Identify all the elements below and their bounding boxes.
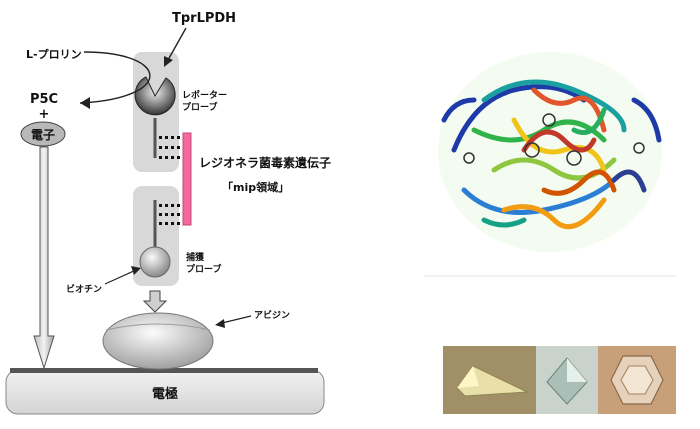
reporter-probe-label-line2: プローブ [182,101,217,113]
substrate-label: L-プロリン [26,47,82,61]
capture-probe-label-line2: プローブ [186,263,221,275]
avidin-crease [105,323,211,331]
gene-label: レジオネラ菌毒素遺伝子 [199,155,331,170]
gene-bar [182,132,192,226]
capture-probe-label-line1: 捕獲 [186,251,205,263]
avidin-pointer-head [215,319,225,328]
biotin-pointer-line [104,269,137,285]
protein-ribbon-image [424,30,676,275]
electrode-surface-line [10,368,318,373]
hexagonal-crystal [598,346,676,414]
enzyme-pointer-head [164,56,173,67]
crystal-photos [443,346,676,414]
reporter-hybrid-dots [159,136,180,159]
binding-arrow [142,290,168,313]
avidin-shape [102,312,214,370]
enzyme-label: TprLPDH [172,11,236,26]
avidin-label: アビジン [254,309,290,321]
enzyme-pointer-line [167,27,187,61]
enzyme-shape [134,76,176,116]
plus-label: + [39,107,50,122]
capture-hybrid-dots [159,204,180,225]
biotin-pointer-head [131,266,141,275]
avidin-pointer-line [221,315,252,324]
electron-label: 電子 [31,128,55,142]
wedge-crystal [443,346,536,414]
mip-region-label: 「mip領域」 [222,180,289,194]
reporter-probe-label-line1: レポーター [182,89,227,101]
reaction-curve-arrow [79,51,151,104]
biotin-label: ビオチン [66,283,102,295]
electron-ellipse [20,121,66,147]
electrode-label: 電極 [152,386,178,402]
biotin-bead [139,246,171,278]
reaction-arrowhead [80,97,90,109]
electron-arrow [33,146,55,370]
octahedral-crystal [536,346,598,414]
product-label: P5C [30,92,58,107]
